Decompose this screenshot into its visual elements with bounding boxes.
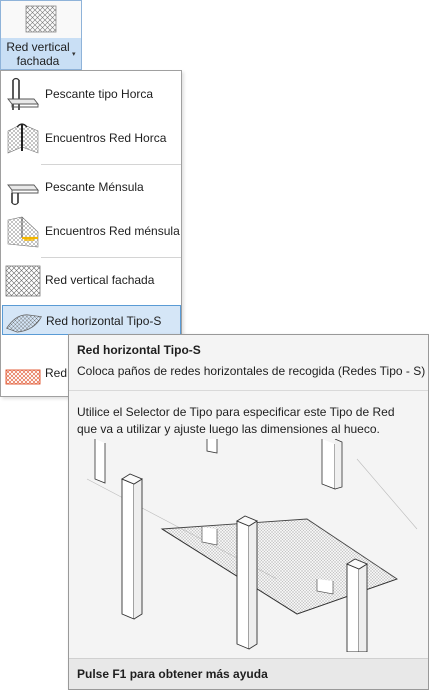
tooltip: Red horizontal Tipo-S Coloca paños de re…: [68, 334, 429, 690]
horizontal-net-s-icon: [6, 314, 42, 333]
menu-item-label: Pescante tipo Horca: [45, 87, 154, 101]
menu-separator: [41, 257, 181, 258]
ribbon-dropdown-toggle[interactable]: Red vertical fachada ▾: [1, 38, 81, 69]
tooltip-illustration: [86, 439, 418, 652]
menu-item-pescante-horca[interactable]: Pescante tipo Horca: [2, 75, 180, 115]
ribbon-button-top[interactable]: [1, 1, 81, 39]
menu-item-red-vertical-fachada[interactable]: Red vertical fachada: [2, 261, 180, 301]
menu-item-encuentros-horca[interactable]: Encuentros Red Horca: [2, 119, 180, 159]
menu-item-encuentros-mensula[interactable]: Encuentros Red ménsula: [2, 212, 180, 252]
menu-item-label: Red horizontal Tipo-S: [46, 314, 162, 328]
menu-item-label: Encuentros Red Horca: [45, 131, 167, 145]
vertical-facade-net-icon: [5, 265, 41, 297]
toe-net-icon: [5, 369, 41, 385]
menu-item-red-t[interactable]: Red t: [2, 354, 180, 394]
menu-item-red-horizontal-tipo-s[interactable]: Red horizontal Tipo-S: [2, 305, 181, 335]
menu-item-label: Red t: [45, 366, 74, 380]
ribbon-button-label: Red vertical fachada: [5, 40, 71, 68]
tooltip-title: Red horizontal Tipo-S: [77, 343, 201, 357]
tooltip-body: Utilice el Selector de Tipo para especif…: [77, 405, 395, 436]
chevron-down-icon[interactable]: ▾: [72, 51, 76, 58]
gallows-net-junction-icon: [7, 123, 39, 154]
menu-item-pescante-mensula[interactable]: Pescante Ménsula: [2, 168, 180, 208]
ribbon-split-button[interactable]: Red vertical fachada ▾: [0, 0, 82, 70]
menu-item-label: Encuentros Red ménsula: [45, 224, 180, 238]
menu-item-label: Red vertical fachada: [45, 273, 155, 287]
net-vertical-icon: [25, 5, 57, 33]
ribbon-label-line2: fachada: [16, 54, 60, 68]
tooltip-footer: Pulse F1 para obtener más ayuda: [69, 659, 428, 689]
bracket-net-junction-icon: [7, 216, 39, 248]
tooltip-divider: [69, 658, 428, 659]
tooltip-help-hint: Pulse F1 para obtener más ayuda: [77, 667, 268, 681]
menu-item-label: Pescante Ménsula: [45, 180, 144, 194]
tooltip-divider: [69, 390, 428, 391]
ribbon-label-line1: Red vertical: [6, 40, 70, 54]
gallows-davit-icon: [7, 77, 39, 110]
bracket-davit-icon: [7, 184, 39, 206]
menu-separator: [41, 164, 181, 165]
tooltip-description: Coloca paños de redes horizontales de re…: [77, 364, 426, 378]
dropdown-menu: Pescante tipo Horca Encuentros Red Horca…: [0, 70, 182, 397]
